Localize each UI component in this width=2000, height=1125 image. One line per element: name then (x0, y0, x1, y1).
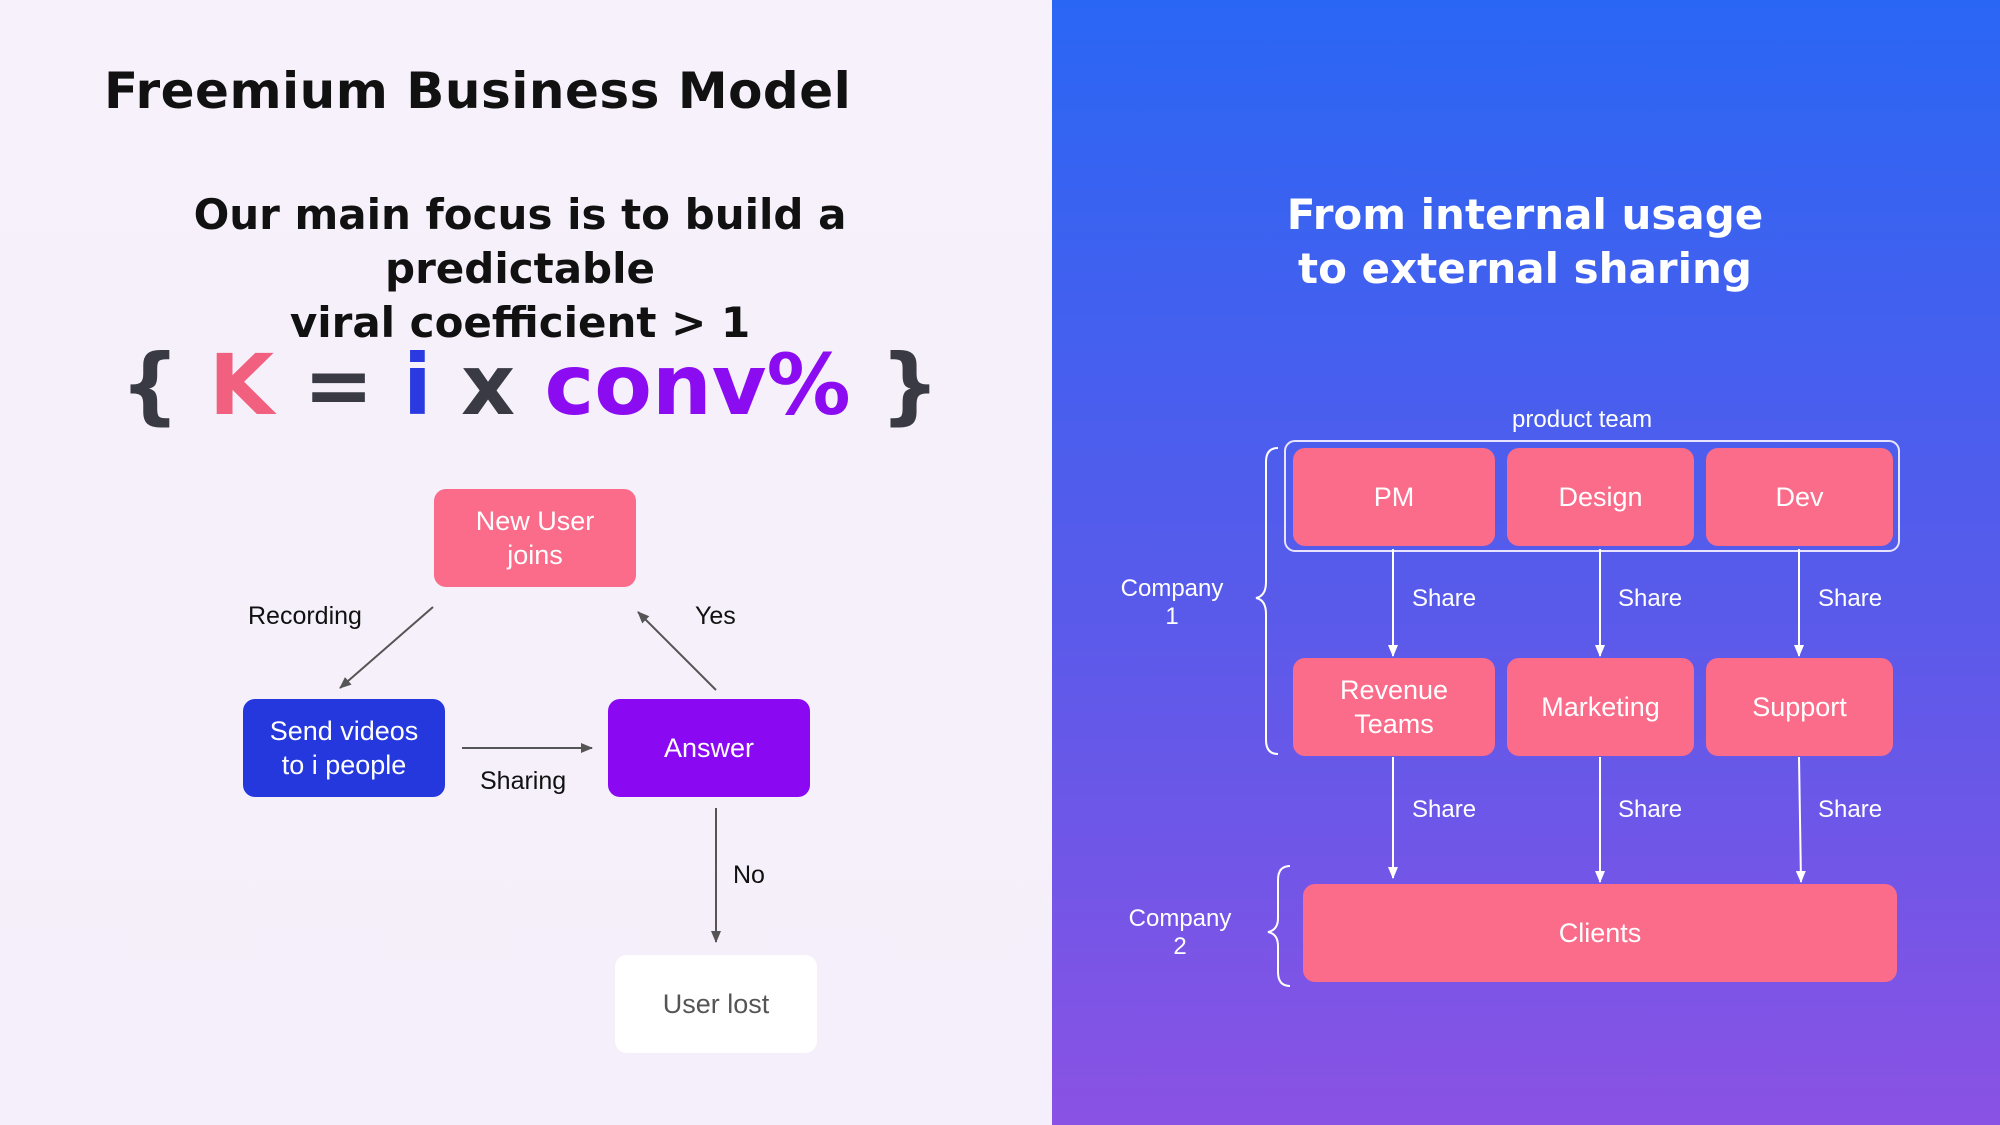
arrow-recording (339, 606, 434, 689)
formula-open-brace: { (120, 336, 210, 434)
node-revenue-line-2: Teams (1354, 709, 1434, 739)
company-1-brace (1255, 447, 1279, 755)
company-1-label: Company 1 (1114, 575, 1230, 631)
node-user-lost: User lost (615, 955, 817, 1053)
edge-label-sharing: Sharing (480, 767, 567, 795)
edge-label-recording: Recording (248, 602, 362, 630)
node-new-user: New User joins (434, 489, 636, 587)
node-send-videos-line-1: Send videos (269, 716, 419, 746)
share-label-marketing: Share (1618, 796, 1683, 823)
company-2-brace (1267, 865, 1291, 987)
subtitle-line-1: Our main focus is to build a predictable (193, 190, 847, 293)
arrow-share-support (1795, 756, 1806, 883)
node-new-user-line-1: New User (475, 506, 595, 536)
share-label-revenue: Share (1412, 796, 1477, 823)
formula-times: x (431, 336, 545, 434)
node-send-videos: Send videos to i people (243, 699, 445, 797)
node-pm: PM (1293, 448, 1495, 546)
right-title-line-1: From internal usage (1286, 190, 1764, 239)
right-title: From internal usage to external sharing (1250, 188, 1800, 296)
right-title-line-2: to external sharing (1298, 244, 1752, 293)
company-2-label: Company 2 (1122, 905, 1238, 961)
product-team-label: product team (1512, 406, 1653, 433)
node-design: Design (1507, 448, 1694, 546)
node-revenue-teams: Revenue Teams (1293, 658, 1495, 756)
node-new-user-line-2: joins (507, 540, 563, 570)
node-support: Support (1706, 658, 1893, 756)
company-1-line-2: 1 (1165, 603, 1179, 630)
viral-formula: { K = i x conv% } (120, 335, 940, 435)
node-revenue-line-1: Revenue (1339, 675, 1449, 705)
share-label-support: Share (1818, 796, 1883, 823)
share-label-pm: Share (1412, 585, 1477, 612)
company-2-line-1: Company (1128, 905, 1232, 932)
page-title: Freemium Business Model (104, 62, 852, 120)
node-clients: Clients (1303, 884, 1897, 982)
subtitle: Our main focus is to build a predictable… (80, 188, 960, 350)
subtitle-line-2: viral coefficient > 1 (289, 298, 751, 347)
node-answer: Answer (608, 699, 810, 797)
formula-close-brace: } (850, 336, 940, 434)
edge-label-no: No (733, 861, 765, 889)
edge-label-yes: Yes (695, 602, 736, 630)
formula-k: K (209, 336, 275, 434)
company-1-line-1: Company (1120, 575, 1224, 602)
share-label-design: Share (1618, 585, 1683, 612)
node-dev: Dev (1706, 448, 1893, 546)
node-marketing: Marketing (1507, 658, 1694, 756)
formula-conv: conv% (544, 336, 851, 434)
node-send-videos-line-2: to i people (281, 750, 407, 780)
formula-equals: = (274, 336, 404, 434)
formula-i: i (403, 336, 432, 434)
company-2-line-2: 2 (1173, 933, 1187, 960)
product-team-frame (1284, 440, 1900, 552)
arrow-yes (637, 611, 717, 691)
share-label-dev: Share (1818, 585, 1883, 612)
